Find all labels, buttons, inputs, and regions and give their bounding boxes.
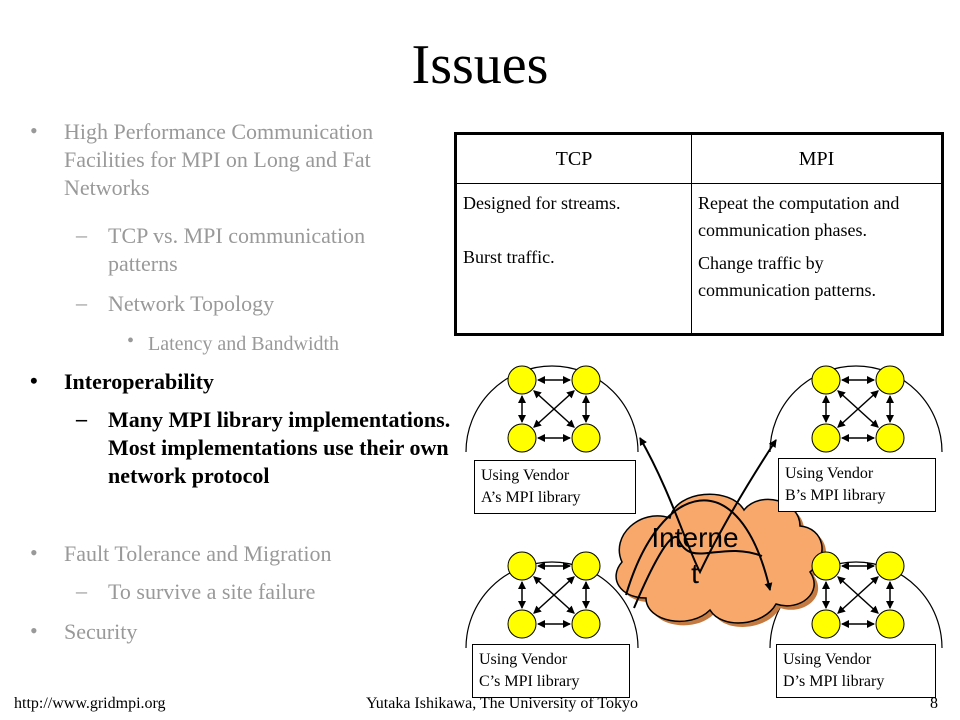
site-c-circle [465,561,639,649]
table-cell-tcp: Designed for streams. Burst traffic. [455,183,692,335]
tcp-mpi-table: TCP MPI Designed for streams. Burst traf… [454,132,944,336]
site-b-label: Using Vendor B’s MPI library [778,458,936,512]
bullet-mpi-implementations: Many MPI library implementations. Most i… [108,407,451,488]
bullet-marker: • [30,618,38,643]
bullet-network-topology: Network Topology [108,291,275,316]
bullet-marker: • [30,540,38,565]
site-a-link [533,390,575,428]
site-b-label-line2: B’s MPI library [785,487,886,504]
tcp-line-burst: Burst traffic. [463,247,555,267]
table-cell-mpi: Repeat the computation and communication… [691,183,943,335]
site-a-circle [465,365,639,453]
footer-author: Yutaka Ishikawa, The University of Tokyo [366,695,639,712]
bullet-marker: – [76,222,87,247]
mpi-line-change: Change traffic by communication patterns… [698,253,876,300]
site-c-link [533,576,575,614]
network-diagram [465,365,943,649]
connection-arcs [625,437,777,609]
site-b-node [875,423,905,453]
table-header-tcp: TCP [455,133,692,184]
site-c-label-line2: C’s MPI library [479,673,580,690]
site-a-node [571,365,601,395]
site-a-label: Using Vendor A’s MPI library [474,460,636,514]
bullet-security: Security [64,619,138,644]
bullet-tcp-vs-mpi: TCP vs. MPI communication patterns [108,223,366,276]
bullet-site-failure: To survive a site failure [108,579,316,604]
site-d-link [837,576,879,614]
site-c-node [507,609,537,639]
site-b-node [811,423,841,453]
site-a-label-line2: A’s MPI library [481,489,581,506]
tcp-line-streams: Designed for streams. [463,193,621,213]
site-d-node [875,551,905,581]
site-a-node [507,365,537,395]
site-a-label-line1: Using Vendor [481,467,570,484]
table-header-mpi: MPI [691,133,943,184]
bullet-fault-tolerance: Fault Tolerance and Migration [64,541,332,566]
site-c-label: Using Vendor C’s MPI library [472,644,630,698]
bullet-marker: • [30,368,38,393]
mpi-line-repeat: Repeat the computation and communication… [698,193,900,240]
site-nodes [507,365,905,639]
site-d-label: Using Vendor D’s MPI library [776,644,936,698]
bullet-interoperability: Interoperability [64,369,214,394]
site-c-node [571,609,601,639]
site-d-node [811,609,841,639]
site-c-node [571,551,601,581]
bullet-marker: – [76,578,87,603]
site-d-label-line2: D’s MPI library [783,673,885,690]
bullet-marker: • [30,118,38,143]
site-d-label-line1: Using Vendor [783,651,872,668]
bullet-marker: – [76,290,87,315]
site-c-node [507,551,537,581]
site-b-link [837,390,879,428]
site-b-label-line1: Using Vendor [785,465,874,482]
bullet-latency-bandwidth: Latency and Bandwidth [148,333,340,355]
site-b-node [811,365,841,395]
bullet-marker: – [76,406,87,431]
site-a-node [507,423,537,453]
slide-title: Issues [411,34,549,96]
bullet-hpc: High Performance Communication Facilitie… [64,119,374,200]
bullet-marker: • [127,330,135,352]
site-a-node [571,423,601,453]
footer-url: http://www.gridmpi.org [14,695,166,712]
site-d-node [875,609,905,639]
site-b-circle [769,365,943,453]
site-b-node [875,365,905,395]
site-d-node [811,551,841,581]
site-c-label-line1: Using Vendor [479,651,568,668]
page-number: 8 [930,695,938,712]
